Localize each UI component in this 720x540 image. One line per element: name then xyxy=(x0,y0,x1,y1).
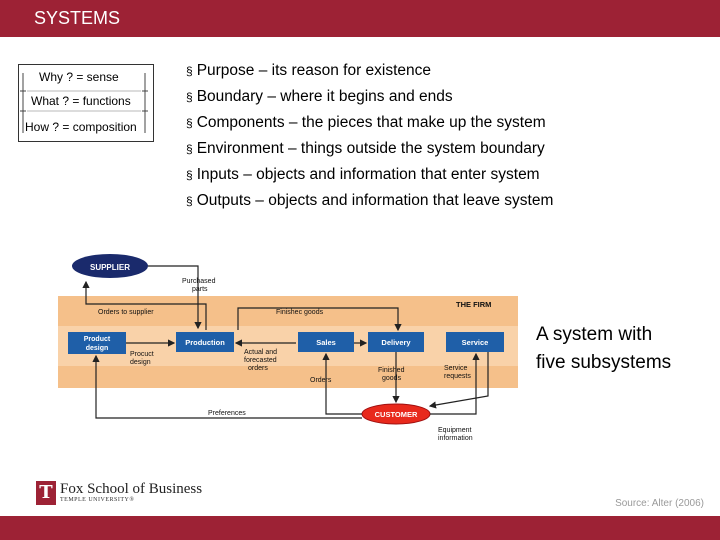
svg-text:design: design xyxy=(86,345,109,352)
equipment-info-label: Equipment xyxy=(438,427,472,434)
diagram-caption: A system with five subsystems xyxy=(536,324,672,373)
svg-text:Delivery: Delivery xyxy=(381,338,411,347)
temple-t-icon: T xyxy=(36,481,56,505)
bottom-bar xyxy=(0,516,720,540)
bullet-purpose: §Purpose – its reason for existence xyxy=(186,62,432,79)
customer-label: CUSTOMER xyxy=(375,410,418,419)
svg-text:Service: Service xyxy=(462,338,489,347)
svg-text:parts: parts xyxy=(192,286,208,293)
why-box-brackets xyxy=(20,73,148,133)
finished-goods-top-label: Finishec goods xyxy=(276,309,324,316)
sales-box xyxy=(298,332,354,352)
orders-arrow xyxy=(322,352,362,415)
svg-text:orders: orders xyxy=(248,365,268,372)
why-line: Why ? = sense xyxy=(39,70,119,84)
bullet-list: §Purpose – its reason for existence §Bou… xyxy=(186,58,656,214)
logo-sub: TEMPLE UNIVERSITY® xyxy=(60,497,135,503)
purchased-parts-label: Purchased xyxy=(182,278,216,285)
supplier-label: SUPPLIER xyxy=(90,263,130,272)
orders-to-supplier-arrow xyxy=(82,280,207,330)
product-design-box xyxy=(68,332,126,354)
svg-text:information: information xyxy=(438,435,473,442)
svg-text:forecasted: forecasted xyxy=(244,357,277,364)
svg-text:Production: Production xyxy=(185,338,225,347)
the-firm-label: THE FIRM xyxy=(456,300,491,309)
bullet-components: §Components – the pieces that make up th… xyxy=(186,114,546,131)
firm-band-light xyxy=(58,326,518,366)
bullet-outputs: §Outputs – objects and information that … xyxy=(186,192,554,209)
what-line: What ? = functions xyxy=(31,94,131,108)
finished-goods-label: Finished xyxy=(378,367,405,374)
orders-label: Orders xyxy=(310,377,332,384)
product-design-label: Procuct xyxy=(130,351,154,358)
service-requests-arrow xyxy=(430,352,480,415)
equipment-info-arrow xyxy=(428,352,489,409)
svg-text:design: design xyxy=(130,359,151,366)
svg-text:requests: requests xyxy=(444,373,471,380)
source-note: Source: Alter (2006) xyxy=(615,498,704,509)
service-box xyxy=(446,332,504,352)
production-box xyxy=(176,332,234,352)
system-diagram: SUPPLIER Purchased parts Orders to suppl… xyxy=(58,254,518,442)
preferences-arrow xyxy=(92,354,362,419)
orders-to-supplier-label: Orders to supplier xyxy=(98,309,154,316)
supplier-node xyxy=(72,254,148,278)
slide-title: SYSTEMS xyxy=(34,8,121,28)
actual-forecasted-label: Actual and xyxy=(244,349,277,356)
finished-goods-arrow xyxy=(237,307,402,332)
why-what-how-box: Why ? = sense What ? = functions How ? =… xyxy=(18,64,154,142)
bullet-inputs: §Inputs – objects and information that e… xyxy=(186,166,540,183)
delivery-box xyxy=(368,332,424,352)
title-bar: SYSTEMS xyxy=(0,0,720,37)
bullet-boundary: §Boundary – where it begins and ends xyxy=(186,88,453,105)
how-line: How ? = composition xyxy=(25,120,137,134)
purchased-parts-arrow xyxy=(148,265,202,330)
svg-text:Product: Product xyxy=(84,336,111,343)
svg-text:goods: goods xyxy=(382,375,402,382)
service-requests-label: Service xyxy=(444,365,467,372)
logo-name: Fox School of Business xyxy=(60,481,203,497)
preferences-label: Preferences xyxy=(208,410,246,417)
bullet-environment: §Environment – things outside the system… xyxy=(186,140,545,157)
svg-text:Sales: Sales xyxy=(316,338,336,347)
